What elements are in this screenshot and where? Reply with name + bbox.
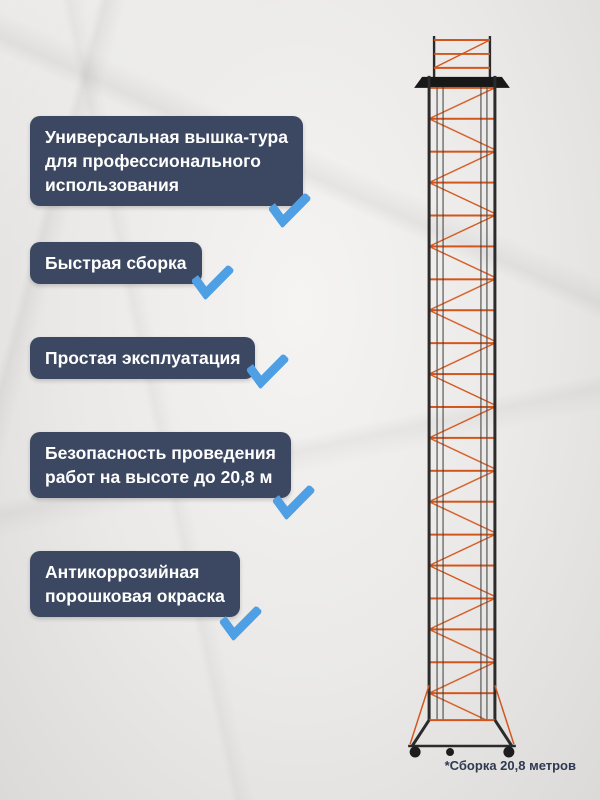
check-icon xyxy=(190,262,234,302)
check-icon xyxy=(267,190,311,230)
feature-easy-use: Простая эксплуатация xyxy=(30,337,290,390)
feature-label: Быстрая сборка xyxy=(30,242,202,285)
tower-wheel xyxy=(409,746,421,758)
tower-platform xyxy=(414,76,510,88)
feature-safety: Безопасность проведения работ на высоте … xyxy=(30,432,315,521)
footnote-assembly-height: *Сборка 20,8 метров xyxy=(444,758,576,773)
feature-anticorrosion: Антикоррозийная порошковая окраска xyxy=(30,551,262,642)
scaffold-tower-image xyxy=(402,32,522,760)
feature-fast-assembly: Быстрая сборка xyxy=(30,242,234,301)
tower-wheel xyxy=(446,748,455,757)
feature-universal: Универсальная вышка-тура для профессиона… xyxy=(30,116,311,229)
tower-base xyxy=(408,684,516,758)
tower-wheel xyxy=(503,746,515,758)
feature-label: Безопасность проведения работ на высоте … xyxy=(30,432,291,499)
feature-label: Простая эксплуатация xyxy=(30,337,256,380)
feature-label: Универсальная вышка-тура для профессиона… xyxy=(30,116,303,207)
tower-lattice xyxy=(429,86,495,721)
check-icon xyxy=(271,482,315,522)
feature-label: Антикоррозийная порошковая окраска xyxy=(30,551,240,618)
check-icon xyxy=(218,603,262,643)
check-icon xyxy=(246,351,290,391)
tower-guard-rails xyxy=(432,35,492,84)
